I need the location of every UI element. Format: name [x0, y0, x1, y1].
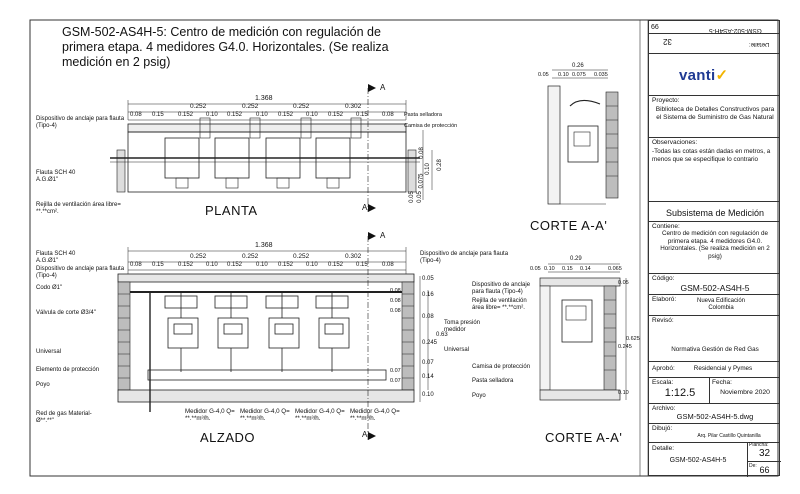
planta-view	[110, 84, 433, 212]
de-key: De:	[749, 463, 757, 469]
alzado-label-toma: Toma presión medidor	[444, 320, 481, 333]
planta-label-rejilla: Rejilla de ventilación área libre= **.**…	[36, 202, 121, 215]
planta-label-flauta: Flauta SCH 40 A.G.Ø1"	[36, 170, 76, 183]
alzado-label-codo: Codo Ø1"	[36, 285, 63, 291]
contiene-value: Centro de medición con regulación de pri…	[660, 230, 770, 260]
planta-section-a: A	[380, 83, 386, 92]
alzado-section-a: A	[380, 231, 386, 240]
planta-label-anclaje: Dispositivo de anclaje para flauta (Tipo…	[36, 116, 125, 129]
detalle-key: Detalle:	[652, 445, 675, 452]
proyecto-value: Biblioteca de Detalles Constructivos par…	[655, 106, 775, 121]
alzado-label-anclaje-right: Dispositivo de anclaje para flauta (Tipo…	[420, 251, 509, 264]
fecha-key: Fecha:	[712, 379, 732, 386]
planta-label: PLANTA	[205, 203, 258, 218]
drawing-title: GSM-502-AS4H-5: Centro de medición con r…	[62, 25, 389, 69]
subsistema-value: Subsistema de Medición	[665, 208, 765, 218]
aprobo-key: Aprobó:	[652, 365, 675, 372]
fecha-value: Noviembre 2020	[720, 389, 770, 396]
plancha-value: 32	[758, 448, 771, 459]
elaboro-key: Elaboró:	[652, 296, 677, 303]
planta-total-dim: 1.368	[255, 95, 273, 102]
alzado-label: ALZADO	[200, 430, 256, 445]
check-icon: ✓	[715, 67, 729, 84]
title-block: 66 GSM-502-AS4H-5 32 Detalle: vanti✓ Pro…	[648, 20, 781, 477]
planta-right-grille	[407, 149, 417, 193]
corte2-label-rejilla: Rejilla de ventilación área libre= **.**…	[472, 298, 527, 311]
planta-wall	[127, 123, 407, 133]
alzado-label-anclaje: Dispositivo de anclaje para flauta (Tipo…	[36, 266, 125, 279]
observaciones-key: Observaciones:	[652, 139, 698, 146]
vanti-logo: vanti✓	[679, 67, 729, 84]
alzado-meters	[164, 292, 350, 372]
corte1-label: CORTE A-A'	[530, 218, 608, 233]
alzado-meter-label: Medidor G-4,0 Q= **.**m³/h.	[240, 408, 290, 422]
tb-top-plancha: 32	[663, 37, 672, 46]
alzado-label-red-gas: Red de gas Material-Ø**.**"	[36, 411, 92, 424]
corte1-view	[547, 69, 619, 205]
alzado-label-valvula: Válvula de corte Ø3/4"	[36, 310, 96, 316]
proyecto-key: Proyecto:	[652, 97, 680, 104]
alzado-label-universal-right: Universal	[444, 347, 470, 353]
aprobo-value: Residencial y Pymes	[693, 365, 753, 372]
alzado-meter-label: Medidor G-4,0 Q= **.**m³/h.	[350, 408, 400, 422]
tb-top-number: 66	[651, 24, 659, 31]
alzado-total-dim: 1.368	[255, 242, 273, 249]
alzado-label-proteccion: Elemento de protección	[36, 367, 100, 373]
alzado-meter-label: Medidor G-4,0 Q= **.**m³/h.	[185, 408, 235, 422]
alzado-label-flauta: Flauta SCH 40 A.G.Ø1"	[36, 251, 76, 264]
alzado-right-brick	[401, 281, 415, 391]
codigo-key: Código:	[652, 275, 675, 282]
escala-key: Escala:	[652, 379, 674, 386]
dibujo-value: Arq. Pilar Castillo Quintanilla	[697, 433, 761, 439]
planta-left-grille	[116, 149, 126, 193]
planta-meters	[164, 117, 362, 189]
de-value: 66	[759, 465, 770, 475]
alzado-view	[117, 232, 429, 440]
alzado-label-universal: Universal	[36, 349, 62, 355]
reviso-key: Revisó:	[652, 317, 674, 324]
alzado-left-brick	[117, 281, 131, 391]
alzado-label-poyo: Poyo	[36, 382, 50, 388]
elaboro-value: Nueva Edificación Colombia	[696, 298, 746, 311]
archivo-key: Archivo:	[652, 405, 676, 412]
alzado-top-slab	[117, 273, 415, 283]
alzado-poyo	[117, 389, 415, 403]
corte2-label: CORTE A-A'	[545, 430, 623, 445]
planta-label-camisa: Camisa de protección	[404, 123, 458, 129]
archivo-value: GSM-502-AS4H-5.dwg	[676, 412, 754, 421]
escala-value: 1:12.5	[664, 387, 696, 399]
observaciones-value: -Todas las cotas están dadas en metros, …	[652, 148, 771, 163]
planta-label-pasta: Pasta selladora	[404, 112, 442, 118]
alzado-section-a2: A'	[362, 430, 369, 439]
plancha-key: Plancha:	[749, 442, 769, 448]
tb-top-detalle: Detalle:	[749, 41, 770, 47]
corte2-label-pasta: Pasta selladora	[472, 378, 514, 384]
sheet-frame	[29, 19, 779, 477]
contiene-key: Contiene:	[652, 223, 680, 230]
corte2-label-anclaje: Dispositivo de anclaje para flauta (Tipo…	[472, 282, 531, 295]
frame-divider	[639, 19, 649, 477]
planta-section-a2: A'	[362, 203, 369, 212]
corte2-label-poyo: Poyo	[472, 393, 486, 399]
alzado-meter-label: Medidor G-4,0 Q= **.**m³/h.	[295, 408, 345, 422]
dibujo-key: Dibujó:	[652, 425, 673, 432]
codigo-value: GSM-502-AS4H-5	[680, 283, 750, 293]
detalle-value: GSM-502-AS4H-5	[669, 457, 727, 464]
reviso-value: Normativa Gestión de Red Gas	[671, 346, 759, 353]
corte2-view	[539, 263, 627, 401]
corte1-total: 0.26	[572, 63, 584, 69]
corte2-label-camisa: Camisa de protección	[472, 364, 531, 370]
corte2-total: 0.29	[570, 256, 582, 262]
alzado-proteccion	[147, 369, 387, 381]
